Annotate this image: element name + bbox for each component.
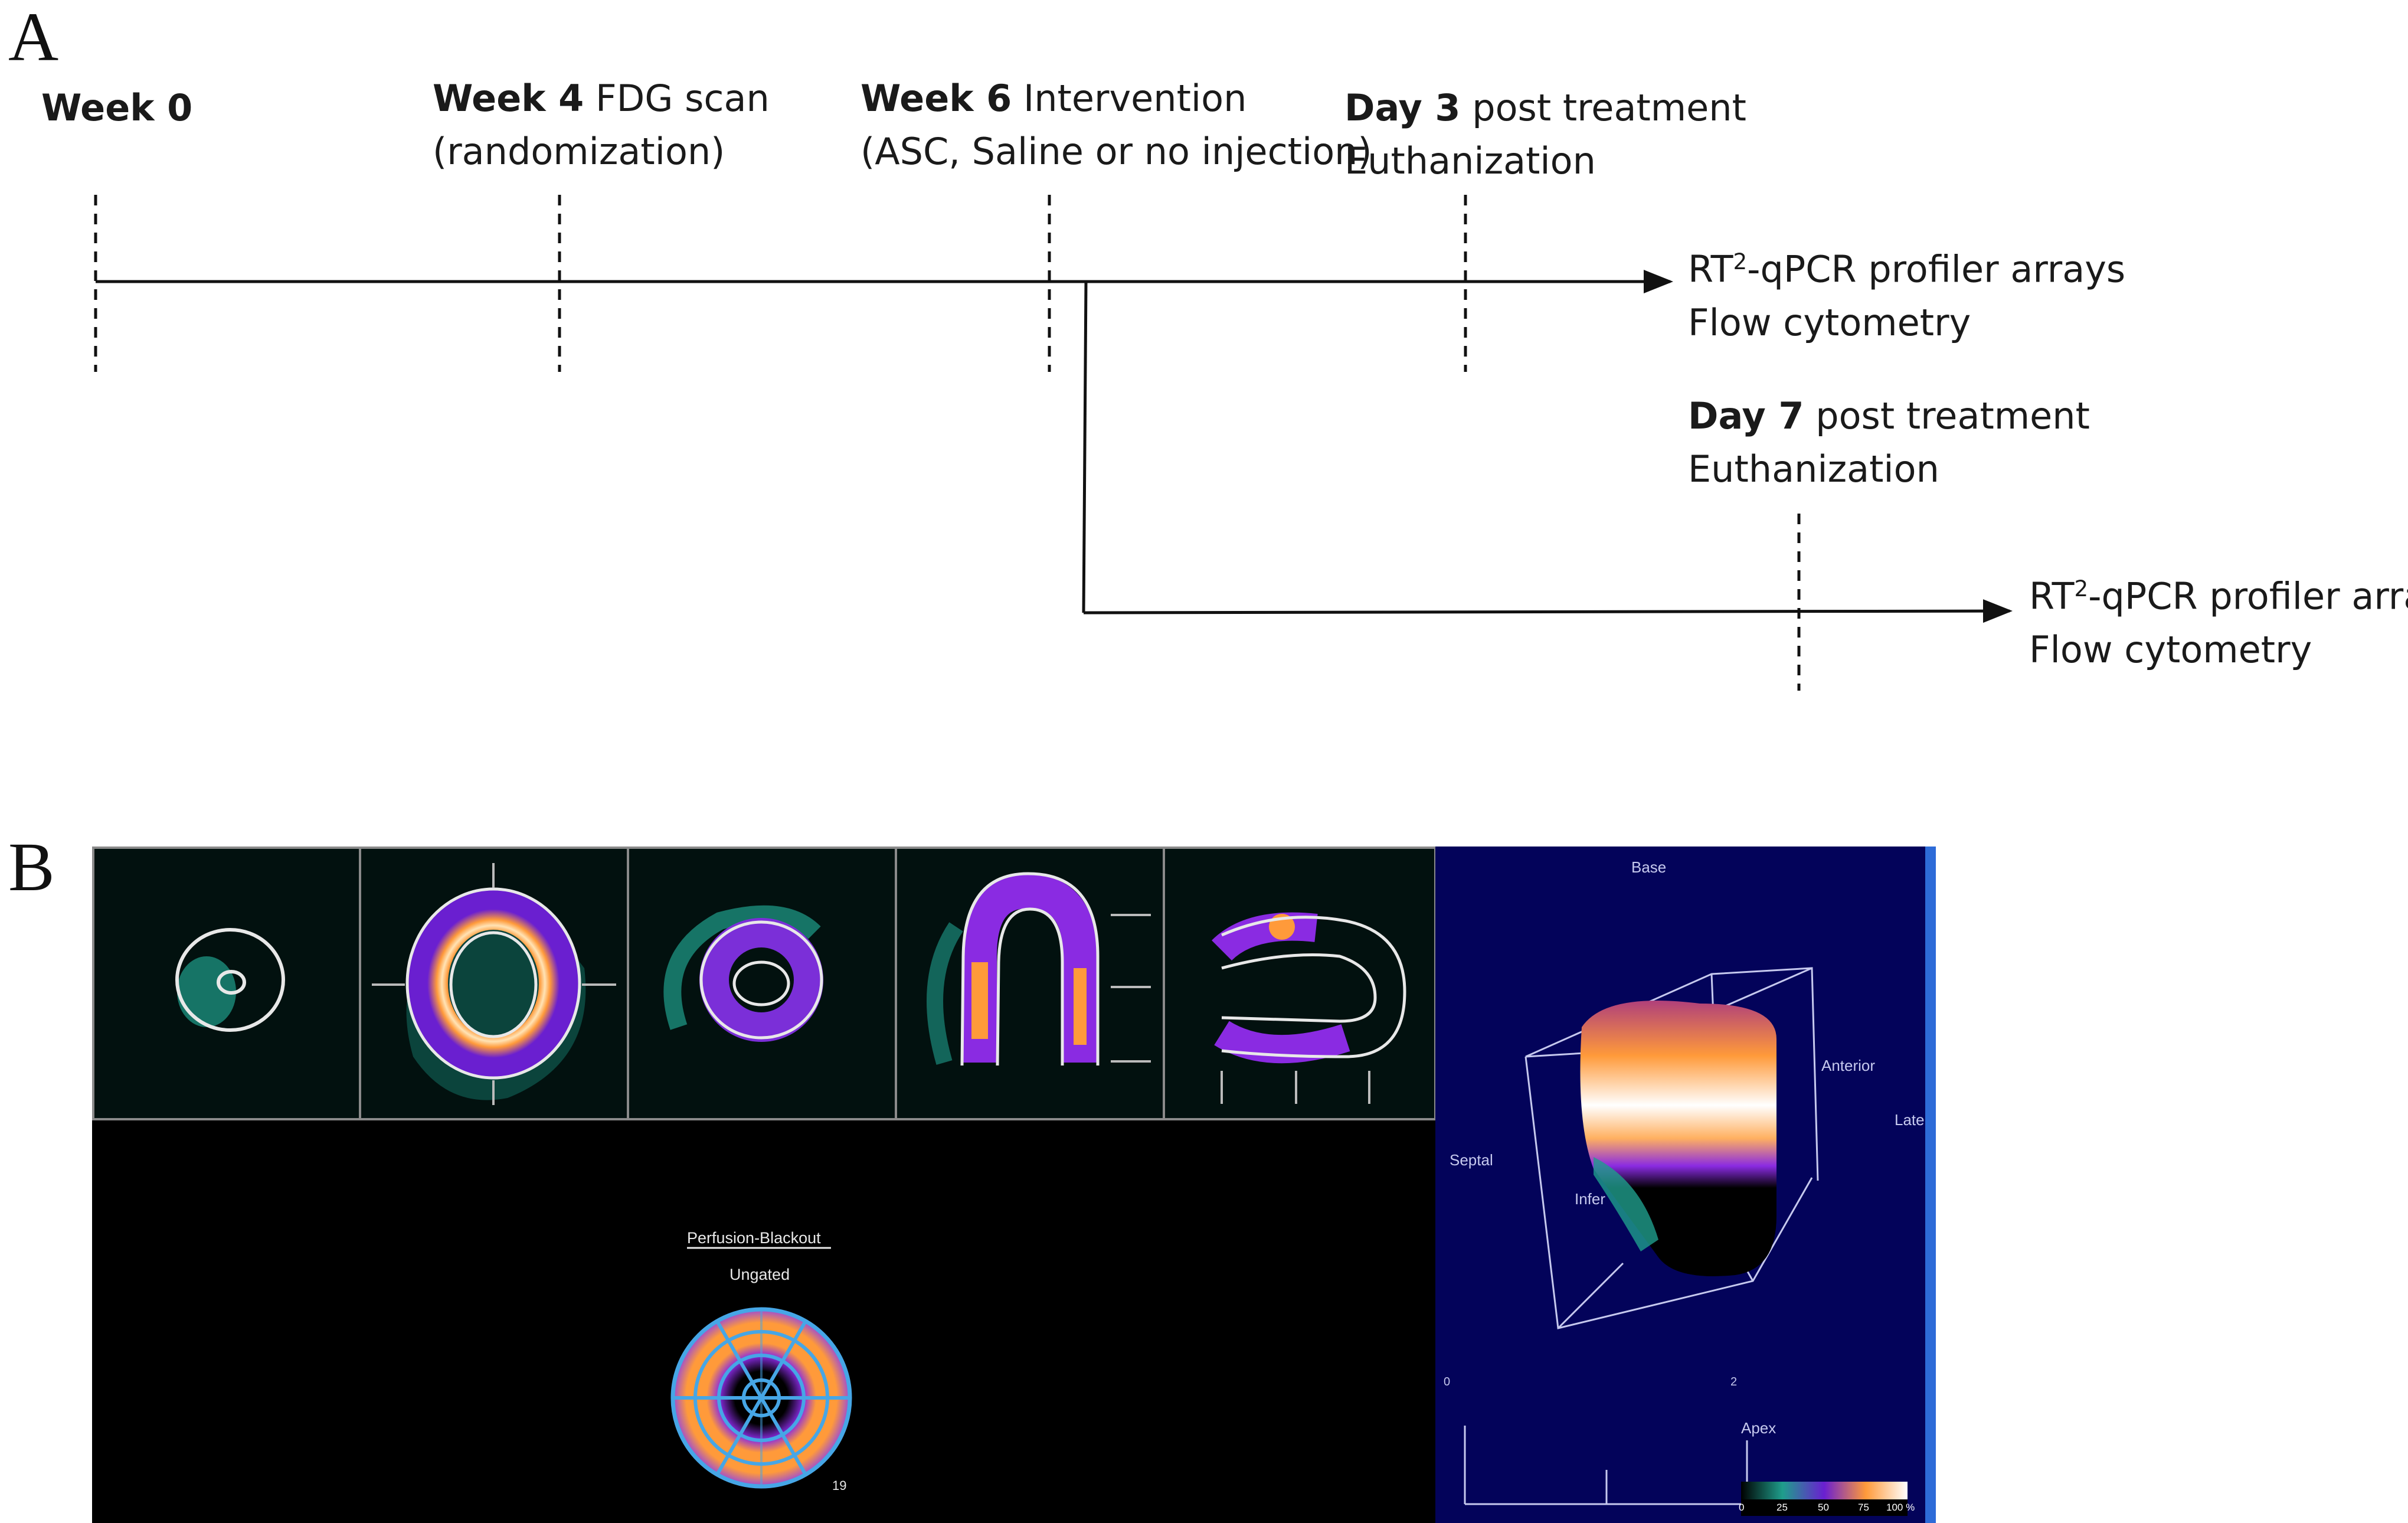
render-3d-panel — [1435, 847, 1936, 1523]
colorbar-tick-75: 75 — [1858, 1502, 1869, 1513]
branch-line — [1082, 281, 1088, 613]
slice-tile-2 — [359, 847, 629, 1120]
panel-b-letter: B — [8, 828, 55, 906]
milestone-week-6: Week 6 Intervention (ASC, Saline or no i… — [861, 77, 1372, 173]
axis-label-zero: 0 — [1444, 1375, 1451, 1388]
colorbar — [1741, 1482, 1908, 1499]
label-base: Base — [1631, 858, 1667, 876]
label-anterior: Anterior — [1821, 1057, 1876, 1074]
slice-tile-1 — [92, 847, 361, 1120]
polar-map-count: 19 — [832, 1478, 847, 1493]
slice-tile-4 — [895, 847, 1165, 1120]
label-inferior: Infer — [1575, 1190, 1606, 1208]
panel-b-imaging — [92, 847, 1936, 1523]
milestone-day-7: Day 7 post treatment Euthanization — [1688, 394, 2090, 491]
colorbar-tick-50: 50 — [1818, 1502, 1829, 1513]
panel-a-letter: A — [8, 0, 59, 76]
milestone-week-0: Week 0 — [41, 86, 193, 129]
polar-map-subtitle: Ungated — [729, 1266, 790, 1283]
axis-label-two: 2 — [1730, 1375, 1738, 1388]
colorbar-tick-100: 100 % — [1886, 1502, 1915, 1513]
label-septal: Septal — [1450, 1151, 1493, 1169]
polar-map-title: Perfusion-Blackout — [687, 1229, 821, 1247]
outcome-day-3: RT2-qPCR profiler arrays Flow cytometry — [1688, 247, 2126, 344]
slice-tile-5 — [1163, 847, 1437, 1120]
label-lateral: Late — [1895, 1111, 1925, 1129]
polar-map — [670, 1247, 852, 1489]
branch-timeline-arrow — [1083, 599, 2013, 623]
colorbar-tick-25: 25 — [1776, 1502, 1788, 1513]
slice-tile-3 — [627, 847, 897, 1120]
label-apex: Apex — [1741, 1419, 1776, 1437]
milestone-week-4: Week 4 FDG scan (randomization) — [433, 77, 770, 173]
outcome-day-7: RT2-qPCR profiler arrays Flow cytometry — [2029, 574, 2408, 671]
colorbar-tick-0: 0 — [1739, 1502, 1745, 1513]
milestone-day-3: Day 3 post treatment Euthanization — [1344, 86, 1746, 182]
panel-a-timeline — [94, 195, 2013, 691]
